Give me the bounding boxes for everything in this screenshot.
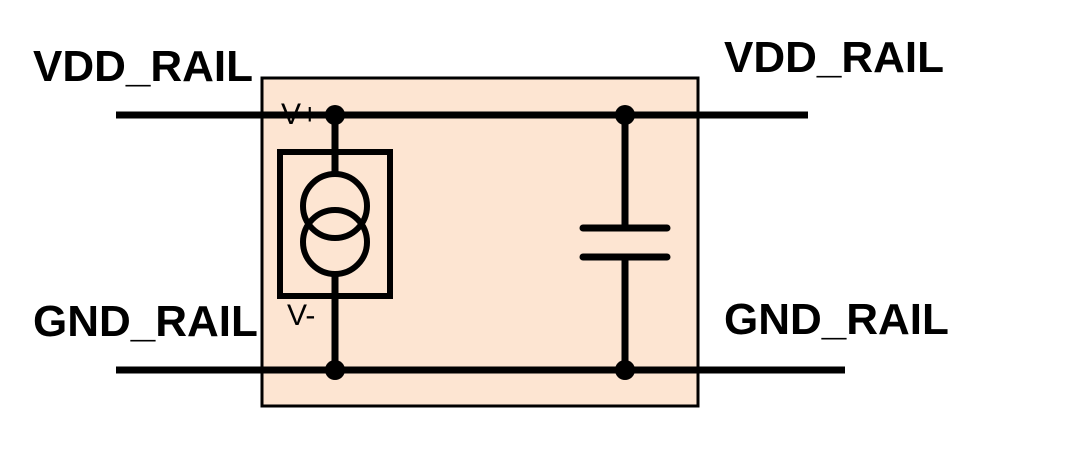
vdd-rail-label-left: VDD_RAIL [33, 42, 253, 91]
current-source-circle-bottom [300, 207, 370, 277]
gnd-rail-label-right: GND_RAIL [724, 295, 949, 344]
gnd-rail-label-left: GND_RAIL [33, 297, 258, 346]
node-vdd-current-source [325, 105, 345, 125]
current-source-circle-top [300, 171, 370, 241]
decap-block [260, 76, 700, 408]
v-plus-pin-label: V+ [281, 98, 319, 131]
node-vdd-capacitor [615, 105, 635, 125]
v-minus-pin-label: V- [287, 299, 315, 332]
node-gnd-capacitor [615, 360, 635, 380]
node-gnd-current-source [325, 360, 345, 380]
vdd-rail-label-right: VDD_RAIL [724, 33, 944, 82]
